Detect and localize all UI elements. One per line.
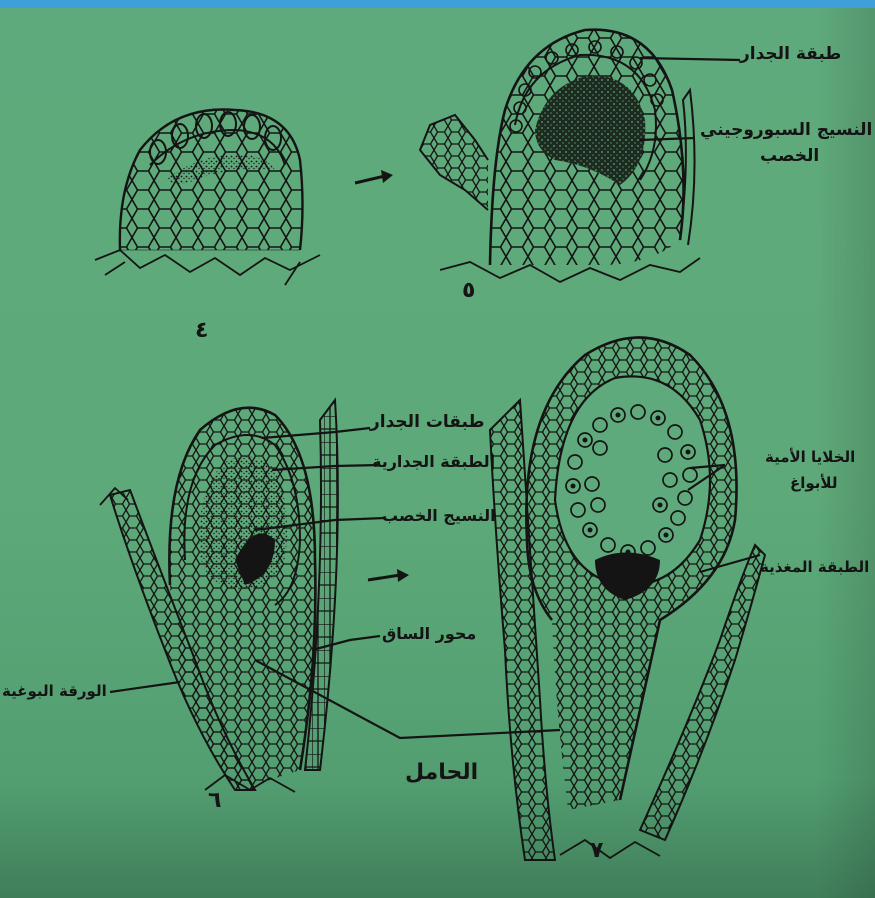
label-spore-mother-cells: الخلايا الأمية — [765, 448, 855, 466]
figure-number-4: ٤ — [195, 318, 208, 343]
label-stem-axis: محور الساق — [382, 624, 476, 643]
label-parietal-layer: الطبقة الجدارية — [372, 452, 495, 471]
label-sporophyll: الورقة البوغية — [2, 682, 107, 700]
arrow-6-to-7 — [368, 569, 409, 582]
label-sporogenous-tissue: النسيج السبوروجيني — [700, 120, 872, 140]
label-stalk: الحامل — [405, 760, 478, 785]
figure-6 — [100, 380, 340, 800]
figure-4 — [95, 100, 330, 300]
label-sporogenous-tissue-fertile: الخصب — [760, 146, 819, 166]
label-tapetum: الطبقة المغذية — [760, 558, 869, 576]
label-fertile-tissue: النسيج الخصب — [382, 506, 496, 525]
label-wall-layers: طبقات الجدار — [370, 412, 484, 432]
figure-number-6: ٦ — [208, 788, 221, 813]
label-spore-mother-cells-for-spores: للأبواغ — [790, 474, 837, 492]
figure-7 — [490, 310, 765, 860]
figure-number-7: ٧ — [590, 838, 603, 863]
figure-number-5: ٥ — [462, 278, 475, 303]
arrow-4-to-5 — [355, 170, 393, 183]
label-wall-layer: طبقة الجدار — [740, 44, 841, 64]
